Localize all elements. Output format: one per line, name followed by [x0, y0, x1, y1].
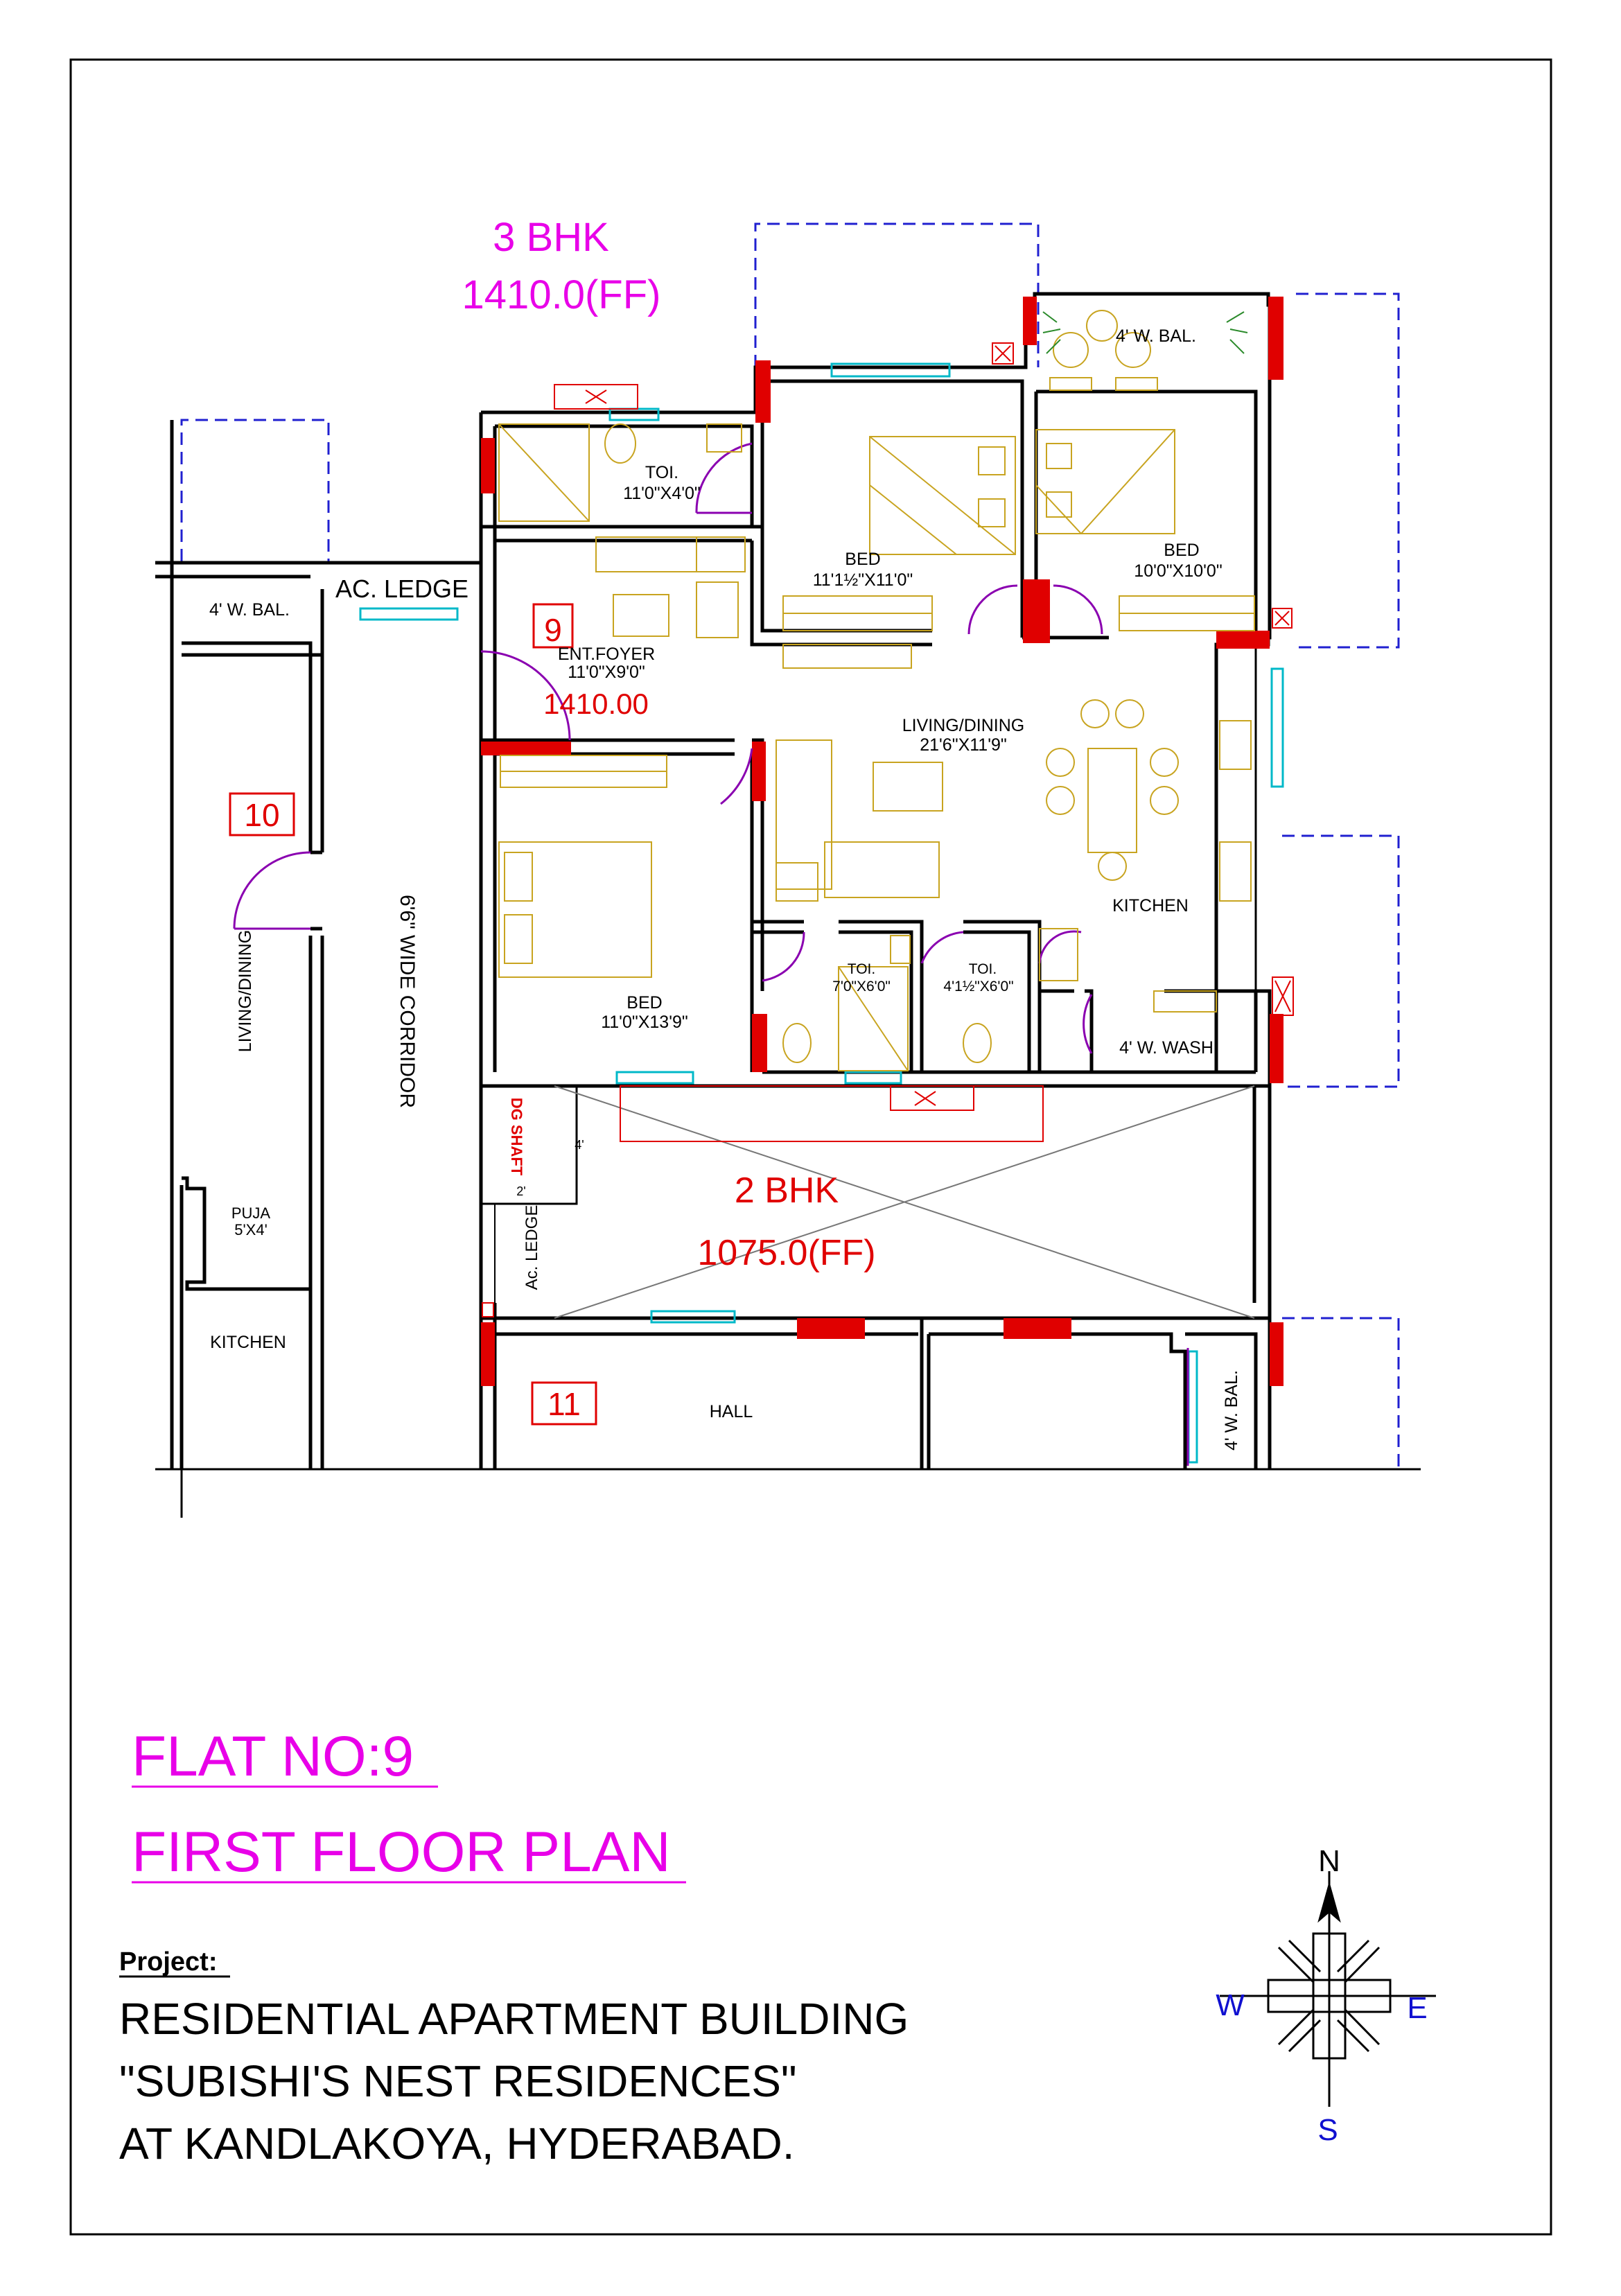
room-wash-name: 4' W. WASH: [1119, 1038, 1213, 1058]
compass-north: N: [1318, 1844, 1340, 1878]
flat-number-10: 10: [244, 797, 279, 833]
compass-west: W: [1216, 1988, 1245, 2022]
dg-shaft-label: DG SHAFT: [508, 1098, 525, 1176]
plan-title: FIRST FLOOR PLAN: [132, 1821, 671, 1884]
room-living-dining-name: LIVING/DINING: [902, 716, 1024, 735]
duct-markers: [482, 342, 1294, 1317]
unit-2bhk-area: 1075.0(FF): [697, 1233, 875, 1273]
room-ac-ledge-name: AC. LEDGE: [335, 575, 468, 603]
room-bed3-size: 11'0"X13'9": [601, 1013, 688, 1032]
room-puja-size: 5'X4': [234, 1221, 268, 1238]
shaft-dim-a: 4': [575, 1138, 584, 1152]
flat-title: FLAT NO:9: [132, 1725, 414, 1788]
room-toi-top-size: 11'0"X4'0": [623, 484, 701, 503]
room-hall-name: HALL: [710, 1402, 753, 1421]
room-kitchen-left-name: KITCHEN: [210, 1333, 286, 1352]
room-ac-ledge-small-name: Ac. LEDGE: [523, 1205, 541, 1290]
project-line-1: RESIDENTIAL APARTMENT BUILDING: [119, 1994, 909, 2044]
project-line-3: AT KANDLAKOYA, HYDERABAD.: [119, 2119, 795, 2168]
room-bed3-name: BED: [627, 993, 662, 1013]
balcony-plant-icon: [1042, 311, 1248, 354]
room-bed2-name: BED: [1164, 541, 1199, 560]
sheet-border: [69, 58, 1552, 2236]
room-toi-small-size: 4'1½"X6'0": [943, 979, 1013, 994]
corridor-label: 6'6" WIDE CORRIDOR: [396, 895, 419, 1108]
door-swings: [233, 442, 1189, 1466]
shaft-dim-b: 2': [516, 1184, 525, 1198]
left-wing-walls: [155, 420, 1421, 1518]
room-toi-mid-size: 7'0"X6'0": [832, 979, 891, 994]
room-bal-top-name: 4' W. BAL.: [1116, 326, 1196, 346]
unit-3bhk-area: 1410.0(FF): [462, 272, 661, 317]
room-living-left-name: LIVING/DINING: [236, 930, 255, 1052]
room-puja-name: PUJA: [231, 1204, 271, 1222]
room-ent-foyer-size: 11'0"X9'0": [568, 663, 645, 682]
unit-2bhk-type: 2 BHK: [735, 1171, 839, 1211]
flat-number-9: 9: [544, 612, 562, 648]
room-bed2-size: 10'0"X10'0": [1134, 561, 1222, 581]
room-toi-top-name: TOI.: [645, 463, 678, 482]
room-bal-right-name: 4' W. BAL.: [1222, 1370, 1241, 1451]
windows: [359, 362, 1284, 1464]
room-kitchen-name: KITCHEN: [1112, 896, 1189, 915]
room-toi-mid-name: TOI.: [848, 961, 875, 977]
balcony-projections: [180, 222, 1400, 1468]
room-living-dining-size: 21'6"X11'9": [920, 735, 1007, 755]
room-bed1-size: 11'1½"X11'0": [813, 570, 913, 590]
furniture: [498, 310, 1255, 1071]
project-line-2: "SUBISHI'S NEST RESIDENCES": [119, 2056, 797, 2106]
room-bed1-name: BED: [845, 550, 880, 569]
boundary-outline: [620, 1085, 1044, 1142]
project-label: Project:: [119, 1947, 217, 1977]
compass-east: E: [1407, 1991, 1427, 2025]
flat-number-11-box: [531, 1381, 597, 1426]
compass-south: S: [1317, 2113, 1338, 2147]
north-arrow-compass-icon: N S E W: [1216, 1844, 1436, 2147]
room-bal-left-name: 4' W. BAL.: [209, 600, 290, 620]
room-toi-small-name: TOI.: [969, 961, 997, 977]
unit-3bhk-type: 3 BHK: [493, 215, 609, 260]
flat-9-area: 1410.00: [543, 687, 649, 720]
structural-columns: [481, 297, 1283, 1386]
flat-number-9-box: [532, 603, 574, 649]
flat-number-11: 11: [547, 1386, 581, 1422]
room-ent-foyer-name: ENT.FOYER: [558, 645, 655, 664]
flat-number-10-box: [229, 792, 295, 836]
bottom-block-walls: [479, 1085, 1272, 1469]
